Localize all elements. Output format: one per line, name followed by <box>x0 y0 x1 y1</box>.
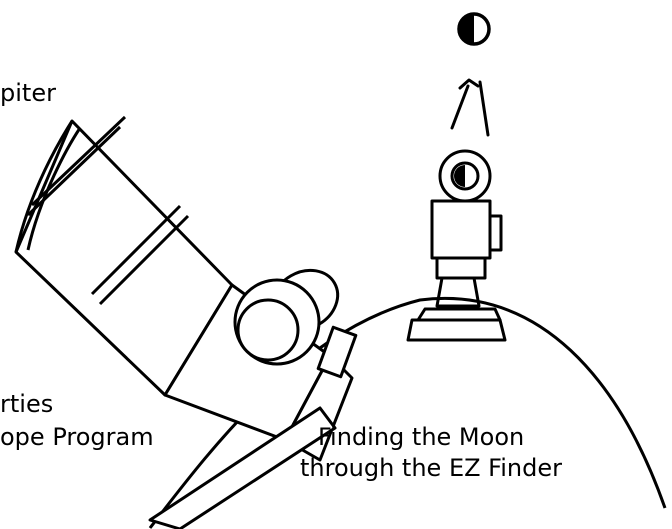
upward-arrows-icon <box>452 80 488 135</box>
caption-right-line1: Finding the Moon <box>318 423 524 451</box>
caption-left-bottom-line2: ope Program <box>0 423 154 451</box>
caption-left-bottom-line1: rties <box>0 390 53 418</box>
half-moon-icon <box>459 14 489 44</box>
caption-left-top: piter <box>0 79 56 107</box>
caption-right-line2: through the EZ Finder <box>300 454 562 482</box>
ez-finder-icon <box>408 151 505 340</box>
